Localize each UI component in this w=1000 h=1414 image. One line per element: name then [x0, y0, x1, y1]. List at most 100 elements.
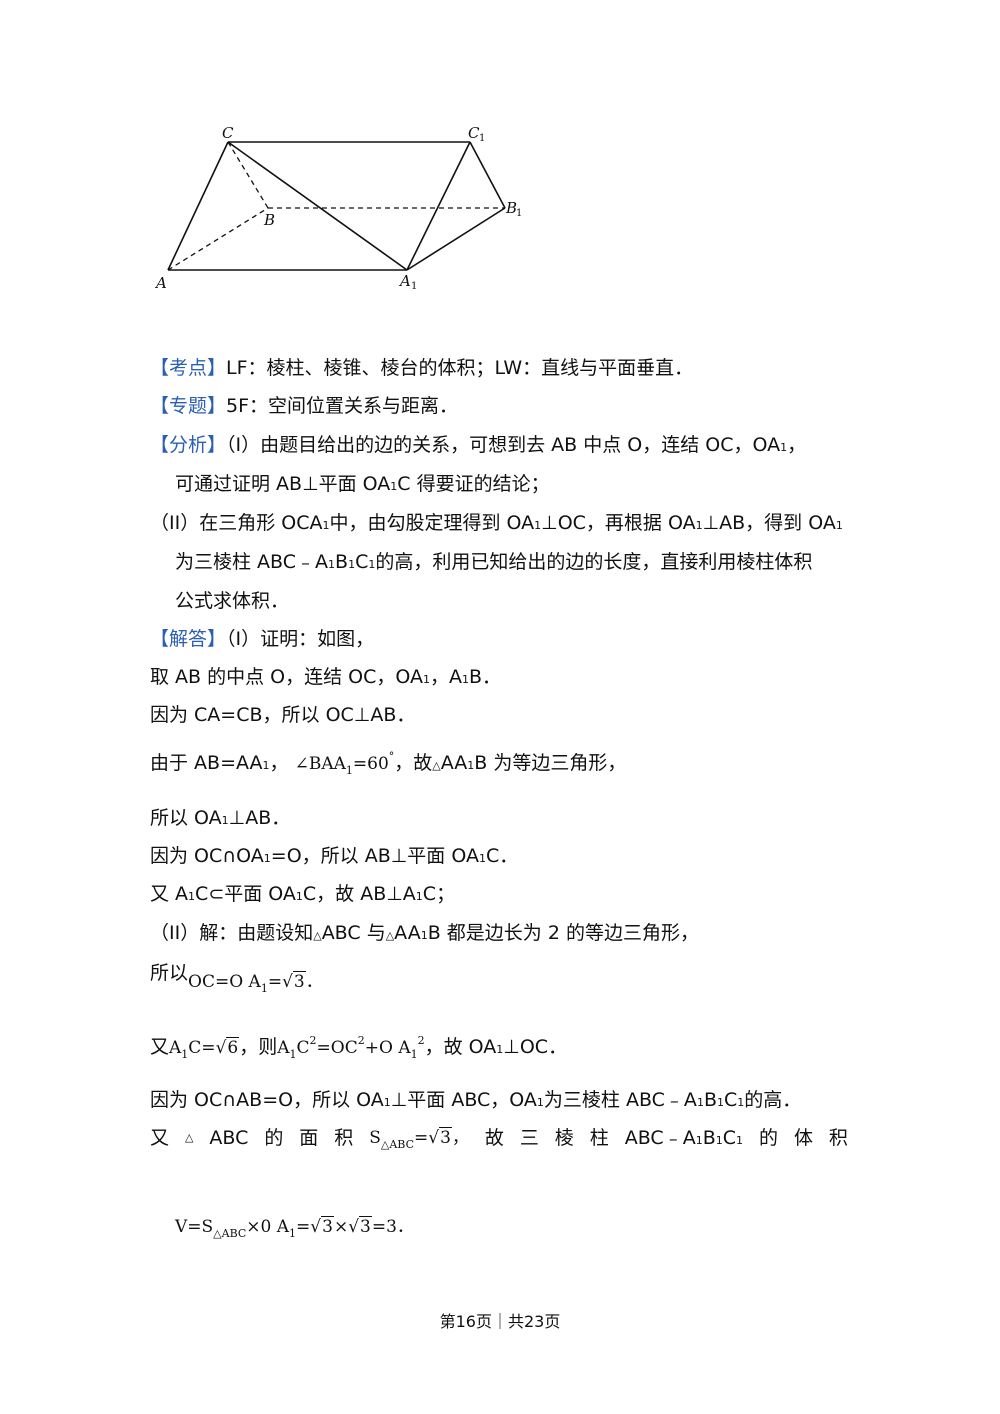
- fenxi-text-1: （I）由题目给出的边的关系，可想到去 AB 中点 O，连结 OC，OA: [226, 434, 781, 456]
- t: 棱: [554, 1127, 574, 1149]
- t: C，故 AB⊥A: [302, 883, 416, 905]
- kaodian-text: LF：棱柱、棱锥、棱台的体积；LW：直线与平面垂直．: [226, 357, 694, 379]
- m: 1: [289, 1227, 297, 1240]
- sub: 1: [496, 1043, 504, 1056]
- jieda-line-10: 又A1C=√6，则A1C2=OC2+O A12，故 OA1⊥OC．: [150, 1028, 567, 1068]
- m: S: [369, 1128, 381, 1148]
- m: =: [413, 1128, 429, 1148]
- t: ，故 OA: [424, 1036, 497, 1058]
- m: 2: [357, 1034, 365, 1047]
- label-c1-sub: 1: [479, 133, 485, 144]
- t: 中，由勾股定理得到 OA: [329, 512, 535, 534]
- volume-formula: V=S△ABC×0 A1=√3×√3=3．: [175, 1216, 414, 1240]
- sub: 1: [368, 558, 376, 571]
- fenxi-text-2a: 可通过证明 AB⊥平面 OA: [175, 473, 391, 495]
- t: 为三棱柱 ABC﹣A: [175, 551, 329, 573]
- sub: 1: [415, 890, 423, 903]
- m: +O A: [364, 1038, 411, 1058]
- m: 2: [417, 1034, 425, 1047]
- m: =: [267, 972, 283, 992]
- t: =O，所以 AB⊥平面 OA: [270, 845, 479, 867]
- m: 3: [292, 971, 306, 992]
- pythagoras-formula: A1C2=OC2+O A12: [277, 1034, 424, 1061]
- m: C=: [188, 1038, 216, 1058]
- t: △: [432, 759, 441, 772]
- label-a: A: [154, 274, 167, 292]
- t: 故: [484, 1127, 504, 1149]
- fenxi-line-4: 为三棱柱 ABC﹣A1B1C1的高，利用已知给出的边的长度，直接利用棱柱体积: [175, 549, 812, 578]
- t: 体: [793, 1127, 813, 1149]
- t: ⊥OC，再根据 OA: [541, 512, 696, 534]
- m: ∠BAA: [294, 754, 346, 774]
- m: 3: [439, 1127, 452, 1148]
- m: 1: [345, 764, 353, 777]
- t: C．: [485, 845, 519, 867]
- page-footer: 第16页｜共23页: [439, 1312, 561, 1331]
- fenxi-tag: 【分析】: [150, 434, 227, 456]
- t: 取 AB 的中点 O，连结 OC，OA: [150, 666, 423, 688]
- m: C: [296, 1038, 310, 1058]
- sub: 1: [736, 1134, 744, 1147]
- m: =60: [352, 754, 389, 774]
- t: （II）解：由题设知: [150, 922, 314, 944]
- m: V=S: [175, 1217, 214, 1237]
- t: （I）证明：如图，: [226, 628, 375, 650]
- sub: 1: [188, 890, 196, 903]
- t: 又: [150, 1036, 170, 1058]
- m: 3: [359, 1216, 372, 1237]
- jieda-line-4: 由于 AB=AA1， ∠BAA1=60°，故△AA1B 为等边三角形，: [150, 744, 626, 784]
- fenxi-text-2b: C 得要证的结论；: [397, 473, 550, 495]
- edge-c-a: [167, 141, 229, 271]
- t: 所以 OA: [150, 807, 222, 829]
- m: 1: [410, 1048, 418, 1061]
- jieda-line-12: 又 △ ABC 的 面 积 S△ABC=√3， 故 三 棱 柱 ABC﹣A1B1…: [150, 1125, 848, 1158]
- jieda-line-8: （II）解：由题设知△ABC 与△AA1B 都是边长为 2 的等边三角形，: [150, 920, 699, 949]
- m: 3: [321, 1216, 334, 1237]
- fenxi-text-5: 公式求体积．: [175, 590, 290, 612]
- label-c1: C: [468, 124, 480, 142]
- t: ⊥平面 ABC，OA: [390, 1089, 537, 1111]
- t: 又: [150, 1127, 170, 1149]
- m: =3．: [371, 1217, 414, 1237]
- t: 面: [299, 1127, 319, 1149]
- t: ABC: [209, 1127, 249, 1149]
- prism-name: ABC﹣A1B1C1: [625, 1125, 743, 1158]
- sub: 1: [322, 519, 330, 532]
- t: 因为 OC∩AB=O，所以 OA: [150, 1089, 384, 1111]
- t: AA: [440, 752, 468, 774]
- jieda-line-11: 因为 OC∩AB=O，所以 OA1⊥平面 ABC，OA1为三棱柱 ABC﹣A1B…: [150, 1087, 801, 1116]
- t: AA: [394, 922, 421, 944]
- t: 积: [334, 1127, 354, 1149]
- t: ，故: [394, 752, 433, 774]
- t: ，则: [239, 1036, 278, 1058]
- t: B: [335, 551, 349, 573]
- t: 积: [828, 1127, 848, 1149]
- edge-a-b-hidden: [167, 207, 269, 271]
- sub: 1: [695, 519, 703, 532]
- t: B: [702, 1127, 716, 1149]
- t: 的高．: [744, 1089, 802, 1111]
- kaodian-tag: 【考点】: [150, 357, 227, 379]
- t: ABC﹣A: [624, 1127, 696, 1149]
- sub: 1: [478, 852, 486, 865]
- sub: 1: [390, 480, 398, 493]
- sub: 1: [737, 1096, 745, 1109]
- edge-c-b-hidden: [227, 141, 269, 209]
- label-b1: B: [505, 199, 517, 217]
- sub: 1: [348, 558, 356, 571]
- sub: 1: [534, 519, 542, 532]
- sub: 1: [696, 1096, 704, 1109]
- t: C: [723, 1089, 738, 1111]
- t: 因为 OC∩OA: [150, 845, 264, 867]
- t: ⊥AB．: [228, 807, 291, 829]
- label-b: B: [263, 211, 275, 229]
- t: ABC 与: [321, 922, 386, 944]
- jieda-tag: 【解答】: [150, 628, 227, 650]
- sub: 1: [536, 1096, 544, 1109]
- jieda-line-2: 取 AB 的中点 O，连结 OC，OA1，A1B．: [150, 664, 501, 693]
- t: △: [385, 929, 395, 942]
- m: A: [277, 1038, 290, 1058]
- fenxi-line-1: 【分析】（I）由题目给出的边的关系，可想到去 AB 中点 O，连结 OC，OA1…: [150, 432, 806, 461]
- kaodian-line: 【考点】LF：棱柱、棱锥、棱台的体积；LW：直线与平面垂直．: [150, 355, 693, 381]
- sub: 1: [423, 673, 430, 686]
